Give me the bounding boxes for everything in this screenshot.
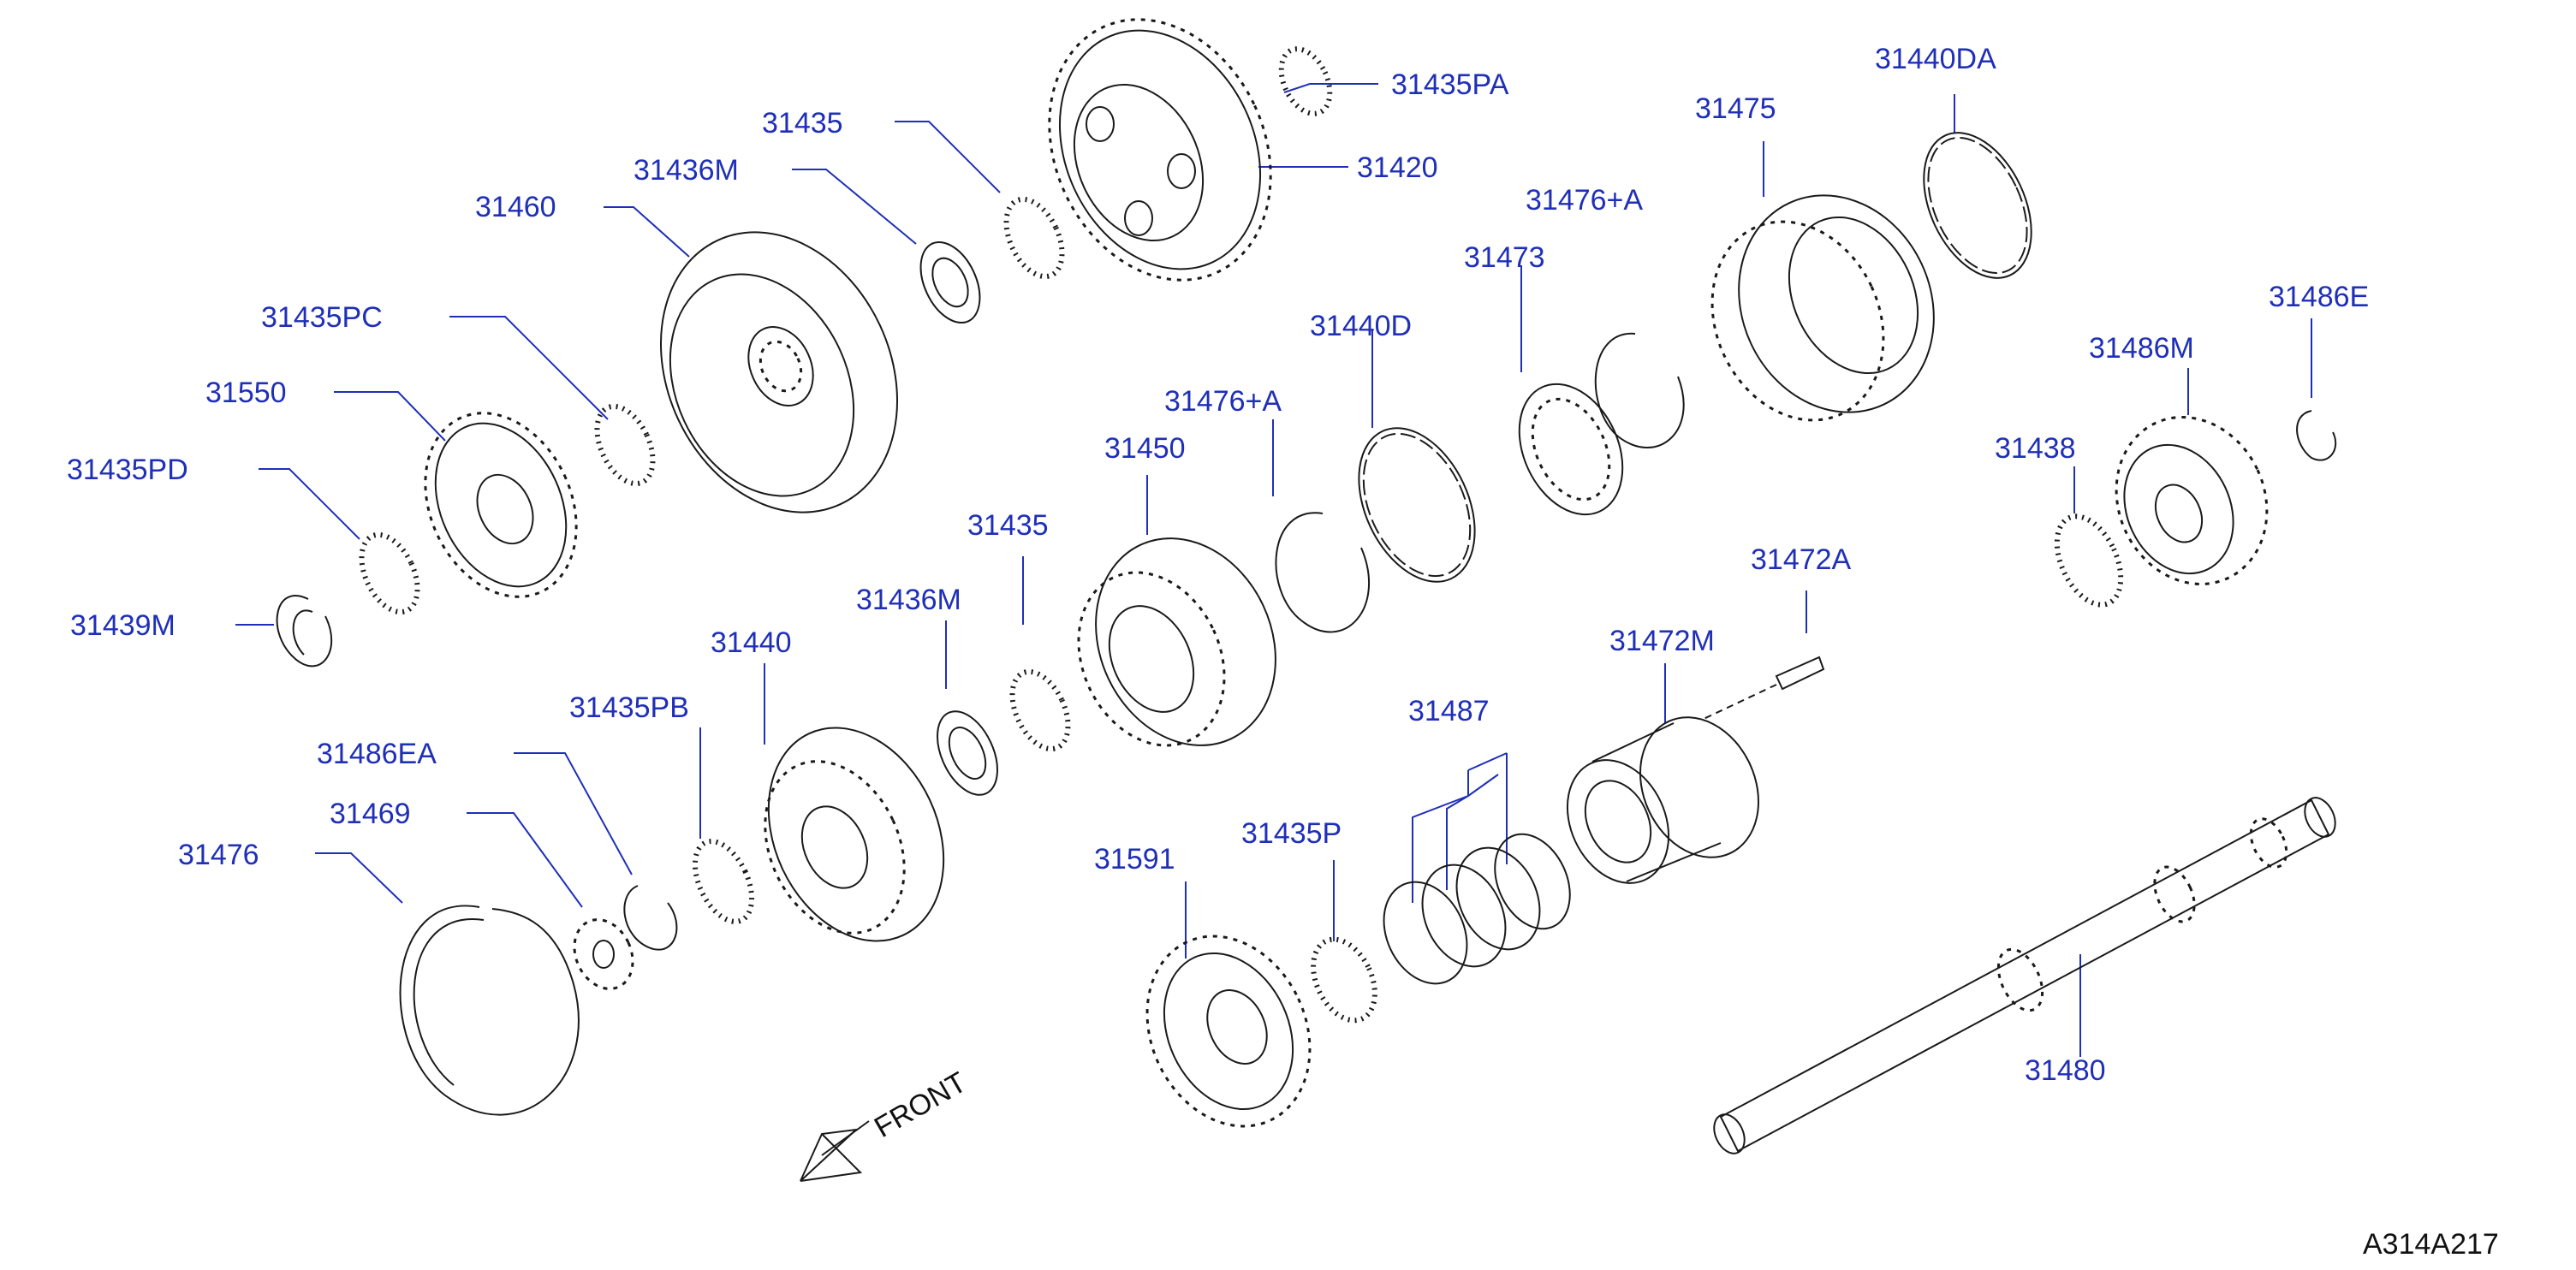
part-31472a-plug	[1703, 656, 1825, 720]
part-31440da-ring	[1923, 132, 2032, 279]
part-31486m-gear	[2115, 416, 2269, 585]
part-31420-planet-carrier	[1048, 18, 1272, 282]
callout-31435pb: 31435PB	[569, 691, 689, 724]
part-31436m-top-washer	[919, 240, 981, 324]
callout-31439m: 31439M	[70, 609, 176, 642]
callout-31440: 31440	[711, 626, 792, 659]
part-31435-mid-bearing	[1009, 668, 1071, 752]
part-31436m-mid-washer	[937, 710, 998, 796]
callout-31435pa: 31435PA	[1391, 68, 1509, 101]
part-31435pc-bearing	[594, 403, 656, 487]
part-31439m-snap-ring	[276, 595, 333, 668]
callout-31472a: 31472A	[1751, 543, 1852, 576]
callout-31436m-mid: 31436M	[856, 584, 961, 616]
part-31473-bearing	[1518, 383, 1624, 516]
callout-31440d: 31440D	[1310, 310, 1412, 342]
part-31435pb-bearing	[692, 839, 755, 924]
callout-31476a-left: 31476+A	[1164, 385, 1282, 418]
part-31475-clutch-hub	[1710, 194, 1935, 422]
callout-31438: 31438	[1995, 432, 2076, 465]
part-31476a-left-snap-ring	[1275, 512, 1371, 633]
part-31440-internal-gear	[764, 727, 945, 942]
part-31487-seal-rings	[1383, 833, 1571, 985]
callout-31550: 31550	[205, 377, 287, 409]
part-31486ea-snap-ring	[623, 885, 678, 951]
callout-31450: 31450	[1104, 432, 1186, 465]
callout-31476: 31476	[178, 839, 259, 871]
diagram-reference-code: A314A217	[2363, 1228, 2499, 1261]
callout-31435pd: 31435PD	[67, 454, 188, 486]
callout-31480: 31480	[2025, 1054, 2106, 1087]
callout-31591: 31591	[1094, 843, 1175, 875]
callout-labels: 31435PA 31420 31435 31436M 31460 31435PC…	[67, 43, 2369, 1087]
callout-31475: 31475	[1695, 92, 1776, 125]
callout-31469: 31469	[330, 798, 411, 830]
callout-31473: 31473	[1464, 241, 1545, 274]
part-31435pd-bearing	[359, 531, 420, 615]
callout-31435p: 31435P	[1241, 817, 1342, 850]
callout-31420: 31420	[1357, 151, 1438, 184]
part-31450-drum-gear	[1077, 537, 1276, 747]
part-31469-small-gear	[573, 918, 634, 990]
callout-31472m: 31472M	[1609, 625, 1715, 657]
part-31550-gear	[424, 412, 578, 598]
part-31476-large-snap-ring	[399, 905, 580, 1116]
callout-31486e: 31486E	[2269, 281, 2369, 313]
callout-31487: 31487	[1408, 695, 1490, 727]
part-31435-top-bearing	[1003, 196, 1065, 280]
part-31438-bearing	[2054, 513, 2124, 608]
callout-31460: 31460	[475, 191, 556, 223]
part-31591-gear	[1145, 935, 1312, 1128]
callout-31486m: 31486M	[2089, 332, 2194, 365]
callout-31435-mid: 31435	[967, 509, 1049, 542]
part-31435p-bearing	[1311, 936, 1377, 1024]
leader-lines	[235, 83, 2312, 1057]
callout-31486ea: 31486EA	[317, 738, 437, 770]
callout-31440da: 31440DA	[1875, 43, 1996, 75]
part-31440d-ring	[1358, 427, 1476, 583]
part-31460-drum	[660, 231, 898, 513]
callout-31436m-top: 31436M	[634, 154, 739, 187]
part-31435pa-bearing	[1278, 46, 1333, 116]
part-31476a-right-snap-ring	[1594, 332, 1685, 448]
callout-31476a-right: 31476+A	[1526, 184, 1643, 217]
part-31480-shaft	[1713, 797, 2336, 1154]
part-31472m-piston-sleeve	[1566, 716, 1759, 884]
part-31486e-snap-ring	[2296, 410, 2337, 461]
front-label: FRONT	[869, 1065, 972, 1143]
callout-31435-top: 31435	[762, 107, 843, 139]
callout-31435pc: 31435PC	[261, 301, 383, 334]
front-direction-indicator: FRONT	[800, 1065, 972, 1182]
